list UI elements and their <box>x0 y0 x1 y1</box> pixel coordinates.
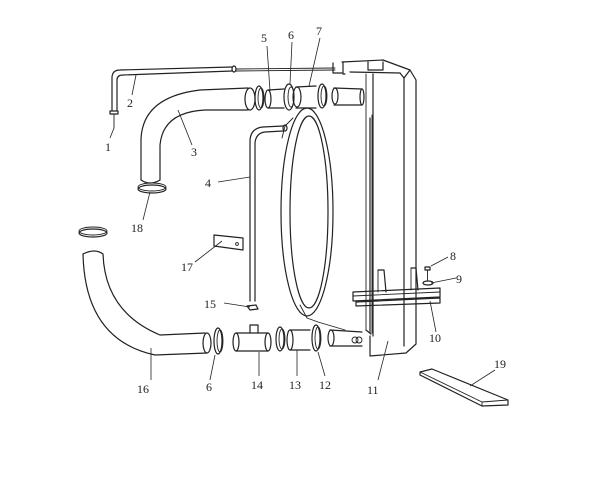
callout-2: 2 <box>127 96 133 110</box>
upper-connector-pipe <box>264 88 285 109</box>
callout-16: 16 <box>137 382 149 396</box>
part-11-radiator <box>332 59 417 357</box>
callout-11: 11 <box>367 383 379 397</box>
part-19-rubber-pad <box>419 368 509 407</box>
callout-17: 17 <box>181 260 193 274</box>
radiator-inlet-pipe <box>331 87 365 106</box>
part-6-upper-clamp <box>283 83 295 111</box>
part-8-bolt <box>424 266 431 281</box>
part-14-tee-pipe <box>232 324 272 352</box>
callout-5: 5 <box>261 31 267 45</box>
part-16-upper-clamp <box>78 226 108 238</box>
callout-6-lower: 6 <box>206 380 212 394</box>
part-10-mounting-bracket <box>352 267 441 307</box>
part-13-left-clamp <box>275 326 286 352</box>
part-4-vent-tube <box>249 124 288 302</box>
callout-9: 9 <box>456 272 462 286</box>
part-16-lower-hose <box>82 250 212 356</box>
callout-8: 8 <box>450 249 456 263</box>
part-2-overflow-tube <box>111 65 336 111</box>
part-15-clip <box>246 304 259 311</box>
radiator-outlet-pipe <box>327 329 363 347</box>
callout-4: 4 <box>205 176 211 190</box>
part-13-hose-segment <box>286 329 311 351</box>
callout-19: 19 <box>494 357 506 371</box>
callout-6-upper: 6 <box>288 28 294 42</box>
callout-12: 12 <box>319 378 331 392</box>
part-7-hose-segment <box>292 83 328 109</box>
callout-3: 3 <box>191 145 197 159</box>
part-6-lower-clamp <box>213 327 224 355</box>
callout-14: 14 <box>251 378 263 392</box>
callout-15: 15 <box>204 297 216 311</box>
part-12-hose-clamp <box>311 324 322 352</box>
callout-13: 13 <box>289 378 301 392</box>
part-1-clip <box>109 110 119 129</box>
callout-10: 10 <box>429 331 441 345</box>
part-5-hose-clamp <box>254 85 265 111</box>
part-17-bracket <box>213 234 244 251</box>
leader-lines <box>109 37 496 387</box>
callout-18: 18 <box>131 221 143 235</box>
callout-1: 1 <box>105 140 111 154</box>
callout-7: 7 <box>316 24 322 38</box>
fan-shroud-ring <box>280 107 346 331</box>
callout-labels: 1 2 3 4 5 6 6 7 8 9 10 11 12 13 14 15 16… <box>105 24 506 397</box>
part-18-hose-clamp <box>137 182 167 194</box>
part-3-upper-hose <box>140 87 256 184</box>
